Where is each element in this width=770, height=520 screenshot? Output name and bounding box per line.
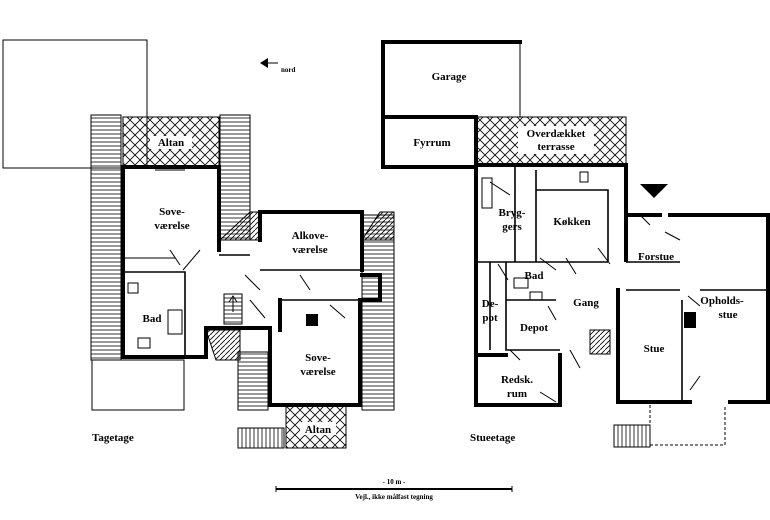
scale-bar: - 10 m - Vejl., ikke målfast tegning xyxy=(275,478,513,501)
wall-north-stue xyxy=(474,163,662,217)
basin-icon xyxy=(529,291,543,301)
compass-label: nord xyxy=(281,66,296,74)
wall-west-stue xyxy=(474,163,562,407)
room-sovevaerelse-2-line1: Sove- xyxy=(305,352,331,364)
wall-east xyxy=(358,273,382,302)
bathtub-icon xyxy=(167,309,183,335)
room-redskabsrum-line1: Redsk. xyxy=(501,374,533,386)
room-altan-bottom: Altan xyxy=(305,424,331,436)
room-alkovevaerelse-line2: værelse xyxy=(292,244,327,256)
counter-icon xyxy=(481,177,493,209)
room-bad-lower: Bad xyxy=(525,270,544,282)
north-indicator: nord xyxy=(260,58,296,74)
room-depot-left-line2: pot xyxy=(482,312,498,324)
room-depot-left-line1: De- xyxy=(482,298,499,310)
caption-stueetage: Stueetage xyxy=(470,432,515,444)
entrance-triangle-icon xyxy=(640,184,668,198)
wall-details xyxy=(123,249,201,271)
roof-strip-bottom xyxy=(237,351,269,411)
wall-alkove xyxy=(258,210,364,272)
stueetage-plan: Garage Fyrrum Overdækket terrasse xyxy=(381,40,770,448)
altan-bottom-label-bg xyxy=(300,422,336,435)
fireplace-icon xyxy=(684,312,696,328)
room-terrasse-line1: Overdækket xyxy=(527,128,586,140)
room-redskabsrum-line2: rum xyxy=(507,388,527,400)
room-terrasse-line2: terrasse xyxy=(537,141,574,153)
stair-outer xyxy=(613,424,651,448)
scale-note: Vejl., ikke målfast tegning xyxy=(355,493,433,501)
stair-bottom xyxy=(237,427,285,449)
room-bryggers-line1: Bryg- xyxy=(499,207,526,219)
stair-inner xyxy=(589,329,611,355)
walls-kitchen xyxy=(476,165,609,263)
tagetage-plan: Altan Altan Sove- værelse Alkove- værel xyxy=(2,39,395,449)
stove-icon xyxy=(579,171,589,183)
scale-label: - 10 m - xyxy=(383,478,406,486)
room-sovevaerelse-2-line2: værelse xyxy=(300,366,335,378)
wall-redskab xyxy=(474,353,562,407)
chimney-icon xyxy=(306,314,318,326)
terrace-outline xyxy=(649,405,726,446)
wall-bad xyxy=(123,271,186,357)
room-opholdsstue-line1: Opholds- xyxy=(700,295,744,307)
tub-icon xyxy=(513,277,529,289)
room-sovevaerelse-1-line1: Sove- xyxy=(159,206,185,218)
room-bad-upper: Bad xyxy=(143,313,162,325)
room-sovevaerelse-1-line2: værelse xyxy=(154,220,189,232)
caption-tagetage: Tagetage xyxy=(92,432,134,444)
room-bryggers-line2: gers xyxy=(502,221,522,233)
room-forstue: Forstue xyxy=(638,251,674,263)
roof-outline-top xyxy=(2,39,148,169)
room-opholdsstue-line2: stue xyxy=(719,309,738,321)
room-kokken: Køkken xyxy=(553,216,590,228)
room-fyrrum: Fyrrum xyxy=(413,137,450,149)
door-swings xyxy=(155,169,346,319)
wall-south xyxy=(181,298,362,407)
roof-strip-right xyxy=(361,214,395,411)
altan-top-label-bg xyxy=(150,136,192,149)
roof-valley-2 xyxy=(361,211,395,241)
room-gang: Gang xyxy=(573,297,599,309)
room-stue: Stue xyxy=(644,343,665,355)
wall-garage xyxy=(381,40,522,119)
room-depot: Depot xyxy=(520,322,548,334)
wall-opholdsstue xyxy=(616,213,770,404)
toilet-icon xyxy=(127,282,139,294)
terrace-label-bg xyxy=(518,126,594,154)
walls-interior xyxy=(219,254,362,301)
arrow-left-icon xyxy=(260,58,268,68)
room-garage: Garage xyxy=(432,71,467,83)
roof-strip-left xyxy=(90,114,122,361)
room-alkovevaerelse-line1: Alkove- xyxy=(292,230,329,242)
roof-outline-bottom xyxy=(91,359,185,411)
wall-west xyxy=(121,165,185,359)
wall-north-room xyxy=(121,165,221,252)
room-altan-top: Altan xyxy=(158,137,184,149)
arrow-up-icon xyxy=(228,295,238,312)
roof-valley-3 xyxy=(205,329,241,361)
sink-icon xyxy=(137,337,151,349)
door-swings-stue xyxy=(489,181,701,403)
